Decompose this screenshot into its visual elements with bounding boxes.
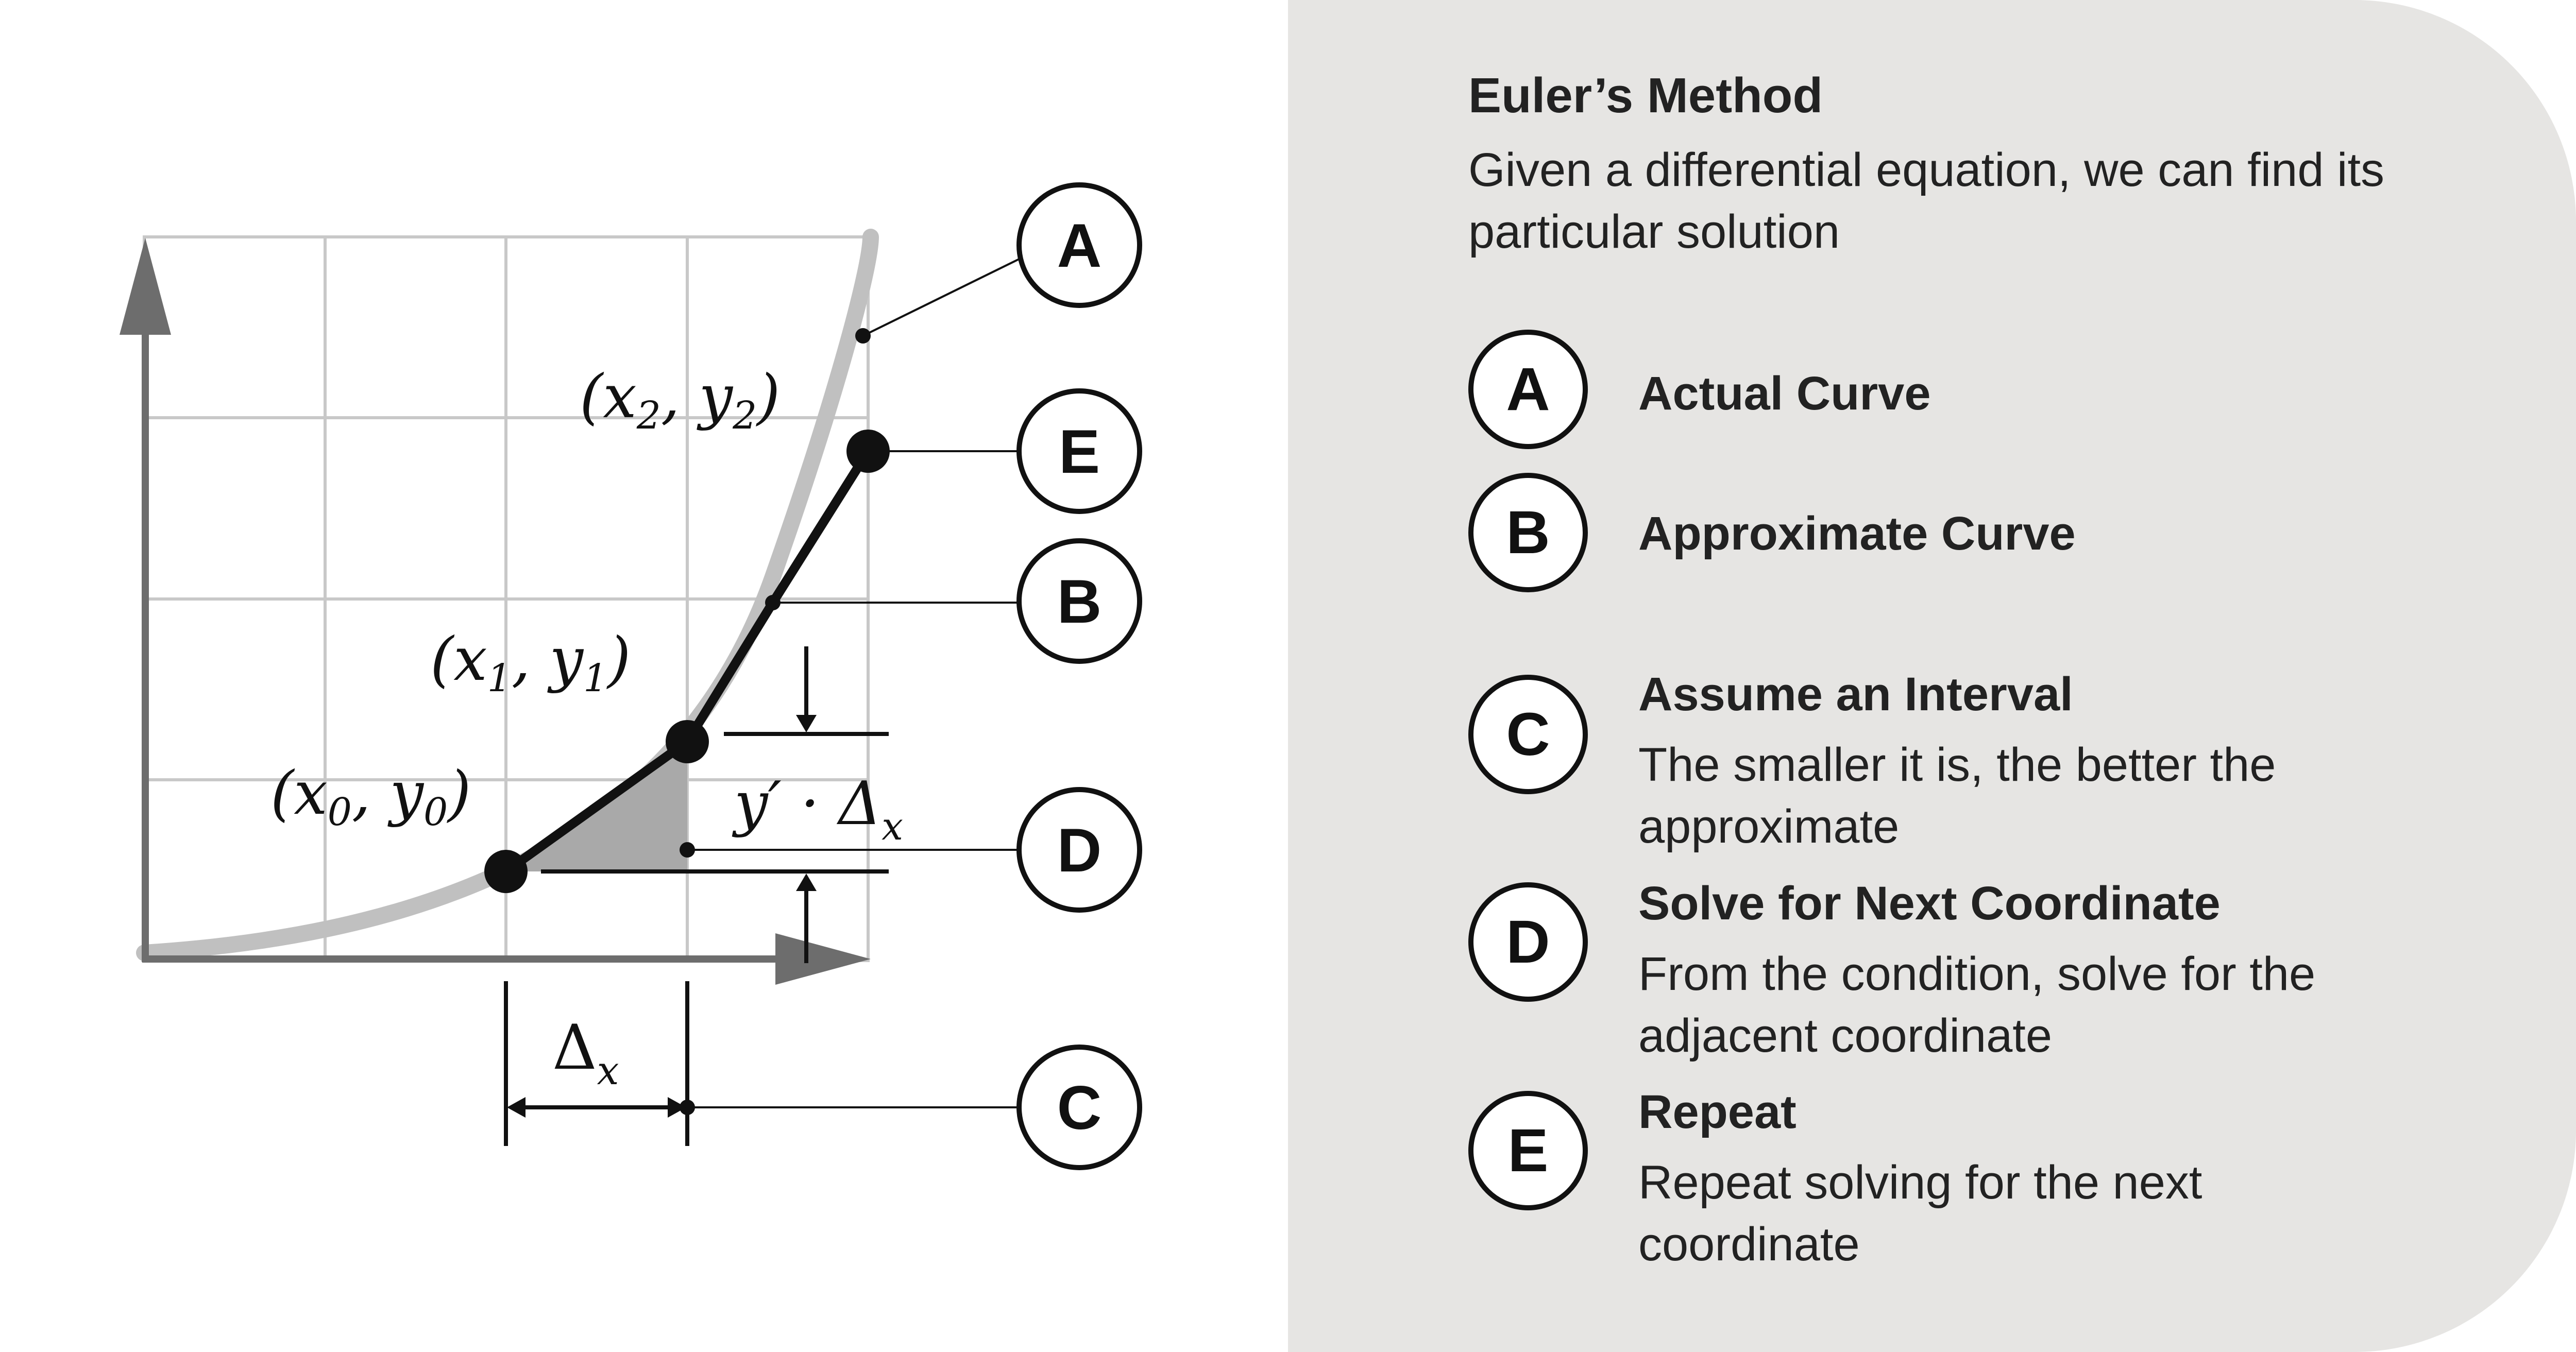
approximate-curve — [501, 447, 873, 876]
callout-A: A — [1016, 182, 1142, 308]
step-description: The smaller it is, the better the approx… — [1638, 739, 2276, 853]
label-x2-y2: (x2, y2) — [580, 362, 780, 438]
step-title: Repeat — [1638, 1086, 1797, 1138]
label-x1-y1: (x1, y1) — [430, 625, 631, 700]
axes — [120, 238, 871, 985]
step-badge: E — [1468, 1091, 1588, 1210]
step-badge: C — [1468, 675, 1588, 794]
callout-D: D — [1016, 787, 1142, 913]
x-axis-arrow — [775, 933, 871, 985]
label-x0-y0: (x0, y0) — [270, 759, 471, 834]
step-title: Solve for Next Coordinate — [1638, 877, 2221, 930]
point-x1-y1 — [666, 720, 709, 763]
dx-dimension — [504, 981, 689, 1146]
anchor-dot — [855, 328, 871, 344]
step-title: Assume an Interval — [1638, 668, 2073, 721]
label-slope-times-dx: y′ · Δx — [732, 769, 903, 849]
callout-E: E — [1016, 388, 1142, 514]
point-x0-y0 — [484, 850, 528, 893]
step-badge: B — [1468, 473, 1588, 592]
step-badge: A — [1468, 330, 1588, 449]
dy-dimension — [541, 646, 889, 963]
anchor-dot — [680, 842, 695, 858]
step-title: Actual Curve — [1638, 367, 1931, 420]
step-description: From the condition, solve for the adjace… — [1638, 948, 2316, 1062]
step-badge: D — [1468, 882, 1588, 1002]
y-axis-arrow — [120, 238, 171, 335]
label-delta-x: Δx — [552, 1012, 619, 1093]
callout-B: B — [1016, 538, 1142, 664]
euler-diagram: (x0, y0) (x1, y1) (x2, y2) Δx y′ · Δx A … — [120, 182, 1142, 1170]
callout-letter: A — [1057, 211, 1102, 280]
callout-letter: C — [1057, 1073, 1102, 1142]
panel-subtitle: Given a differential equation, we can fi… — [1468, 144, 2385, 258]
callout-C: C — [1016, 1045, 1142, 1170]
callout-letter: E — [1059, 417, 1100, 486]
anchor-dot — [765, 595, 781, 610]
callout-leaders — [687, 258, 1020, 1108]
callout-letter: B — [1057, 567, 1102, 636]
step-title: Approximate Curve — [1638, 507, 2076, 560]
panel-title: Euler’s Method — [1468, 68, 1823, 123]
step-description: Repeat solving for the next coordinate — [1638, 1156, 2202, 1271]
callout-letter: D — [1057, 816, 1102, 885]
